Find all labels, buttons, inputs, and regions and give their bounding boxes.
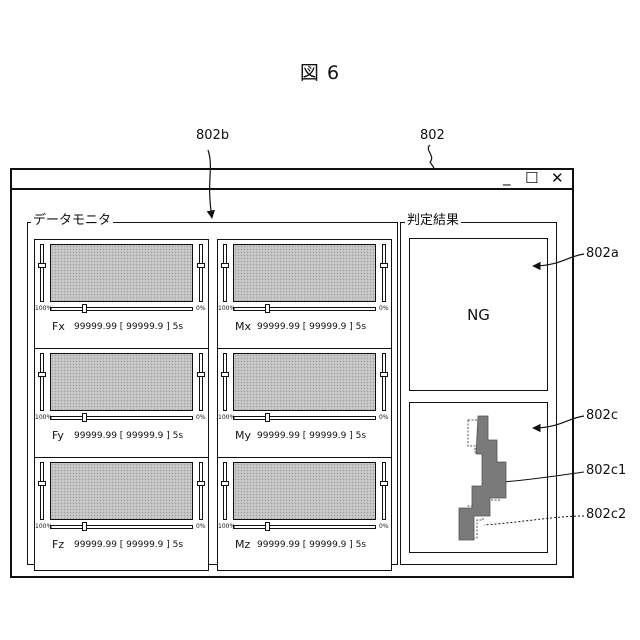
leader-window bbox=[428, 145, 434, 168]
leader-image-c1 bbox=[502, 472, 584, 482]
measured-part bbox=[459, 416, 506, 540]
leader-image bbox=[533, 416, 584, 428]
leader-monitor bbox=[208, 150, 212, 218]
leader-image-c2 bbox=[484, 516, 584, 525]
leader-result bbox=[533, 254, 584, 266]
